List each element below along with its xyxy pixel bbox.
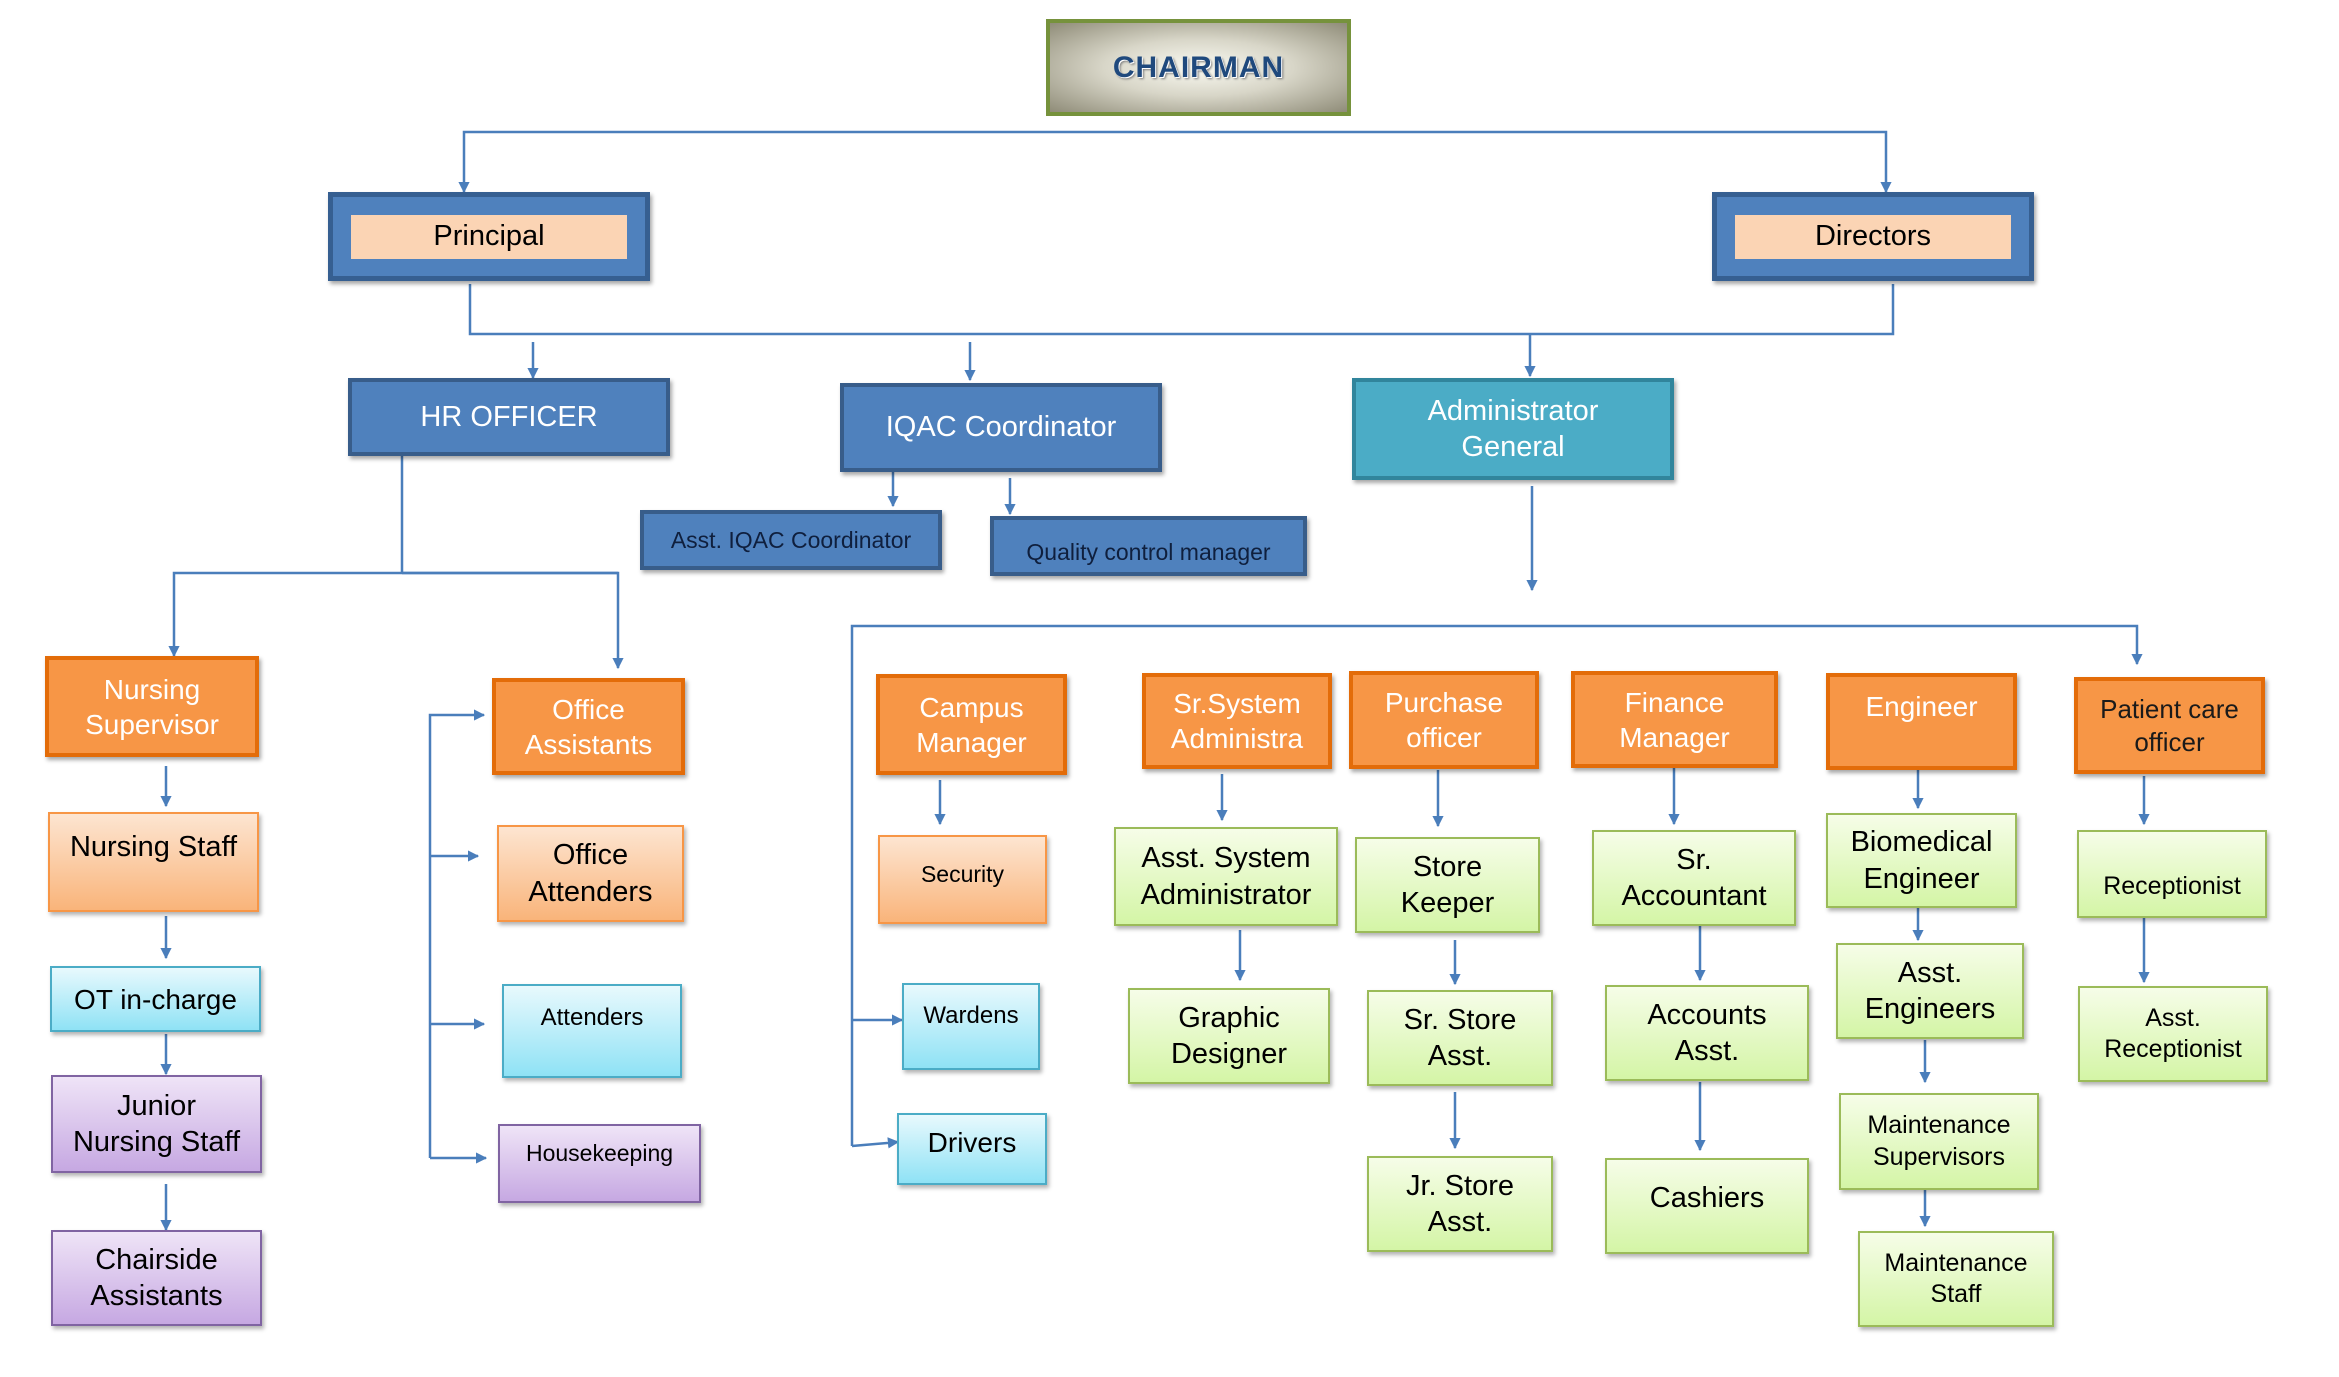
- node-purchase-officer: Purchase officer: [1349, 671, 1539, 769]
- node-maintenance-staff: Maintenance Staff: [1858, 1231, 2054, 1327]
- connector-chairman-directors: [1196, 130, 1892, 194]
- node-junior-nursing-staff: Junior Nursing Staff: [51, 1075, 262, 1173]
- node-asst-system-administrator: Asst. System Administrator: [1114, 827, 1338, 926]
- node-iqac-coordinator: IQAC Coordinator: [840, 383, 1162, 472]
- connector-admin-bus: [850, 624, 2143, 1146]
- node-accounts-asst: Accounts Asst.: [1605, 985, 1809, 1081]
- node-asst-receptionist: Asst. Receptionist: [2078, 986, 2268, 1082]
- node-finance-manager: Finance Manager: [1571, 671, 1778, 768]
- node-security: Security: [878, 835, 1047, 924]
- node-store-keeper: Store Keeper: [1355, 837, 1540, 933]
- node-sr-accountant: Sr. Accountant: [1592, 830, 1796, 926]
- node-receptionist: Receptionist: [2077, 830, 2267, 918]
- node-housekeeping: Housekeeping: [498, 1124, 701, 1203]
- node-directors: Directors: [1712, 192, 2034, 281]
- node-office-assistants: Office Assistants: [492, 678, 685, 775]
- node-administrator-general: Administrator General: [1352, 378, 1674, 480]
- node-wardens: Wardens: [902, 983, 1040, 1070]
- node-attenders: Attenders: [502, 984, 682, 1078]
- node-ot-in-charge: OT in-charge: [50, 966, 261, 1032]
- node-chairman: CHAIRMAN: [1046, 19, 1351, 116]
- node-nursing-staff: Nursing Staff: [48, 812, 259, 912]
- connector-hr-nursing: [168, 571, 618, 658]
- node-maintenance-supervisors: Maintenance Supervisors: [1839, 1093, 2039, 1190]
- node-sr-store-asst: Sr. Store Asst.: [1367, 990, 1553, 1086]
- node-chairside-assistants: Chairside Assistants: [51, 1230, 262, 1326]
- node-office-attenders: Office Attenders: [497, 825, 684, 922]
- node-quality-control-manager: Quality control manager: [990, 516, 1307, 576]
- node-jr-store-asst: Jr. Store Asst.: [1367, 1156, 1553, 1252]
- node-drivers: Drivers: [897, 1113, 1047, 1185]
- node-graphic-designer: Graphic Designer: [1128, 988, 1330, 1084]
- node-directors-label: Directors: [1735, 214, 2011, 259]
- node-patient-care-officer: Patient care officer: [2074, 677, 2265, 774]
- node-asst-engineers: Asst. Engineers: [1836, 943, 2024, 1039]
- node-principal-label: Principal: [351, 214, 627, 259]
- connector-chairman-principal: [458, 130, 1196, 194]
- node-asst-iqac-coordinator: Asst. IQAC Coordinator: [640, 510, 942, 570]
- node-biomedical-engineer: Biomedical Engineer: [1826, 813, 2017, 908]
- connector-hr-office: [402, 571, 624, 670]
- node-nursing-supervisor: Nursing Supervisor: [45, 656, 259, 757]
- node-sr-system-administrator: Sr.System Administra: [1142, 673, 1332, 769]
- node-engineer: Engineer: [1826, 673, 2017, 770]
- connector-bus-second-level: [468, 284, 1895, 336]
- node-hr-officer: HR OFFICER: [348, 378, 670, 456]
- node-cashiers: Cashiers: [1605, 1158, 1809, 1254]
- node-campus-manager: Campus Manager: [876, 674, 1067, 775]
- node-principal: Principal: [328, 192, 650, 281]
